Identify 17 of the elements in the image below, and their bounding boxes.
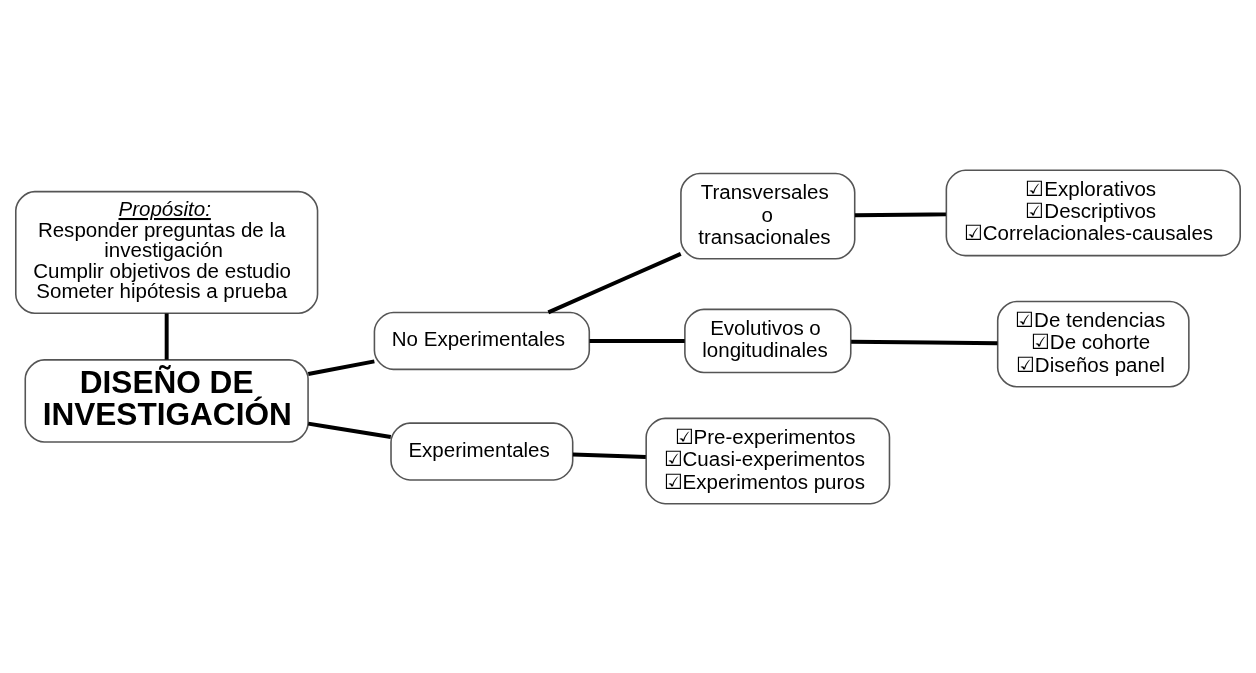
connector — [307, 421, 392, 439]
connector — [164, 312, 169, 360]
node-box: Experimentales — [390, 421, 574, 481]
connector — [589, 338, 685, 343]
node-box: Propósito: Responder preguntas de la investigación Cumplir objetivos de estudio Someter hipótesis a prueba — [15, 190, 319, 314]
node-box: ☑De tendencias ☑De cohorte ☑Diseños panel — [996, 300, 1190, 388]
connector — [547, 251, 682, 314]
connector — [851, 339, 998, 345]
connector — [307, 358, 375, 376]
connector — [854, 211, 946, 217]
connector — [572, 452, 646, 459]
node-box: Transversales o transacionales — [680, 172, 856, 260]
node-box: ☑Pre-experimentos ☑Cuasi-experimentos ☑Experimentos puros — [645, 417, 891, 504]
node-box: ☑Explorativos ☑Descriptivos ☑Correlacionales-causales — [945, 169, 1241, 256]
node-box: DISEÑO DE INVESTIGACIÓN — [24, 358, 309, 443]
node-box: Evolutivos o longitudinales — [684, 308, 852, 373]
node-box: No Experimentales — [373, 311, 591, 370]
